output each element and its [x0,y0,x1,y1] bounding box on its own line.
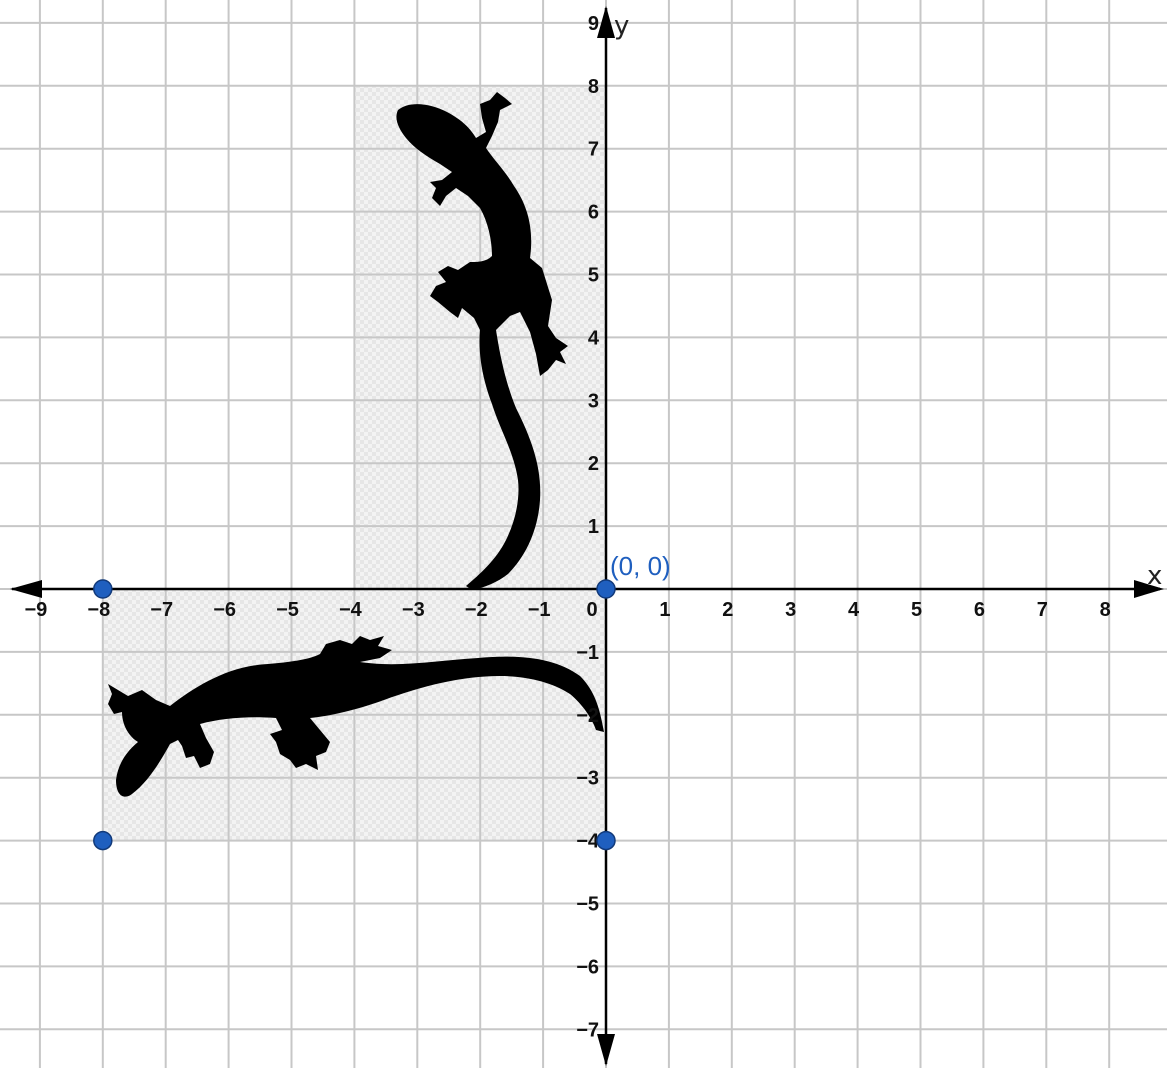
y-tick-label: 6 [588,202,599,224]
y-tick-label: 1 [588,516,599,538]
y-tick-label: 7 [588,139,599,161]
y-axis-label: y [614,11,629,41]
x-tick-label: −4 [339,599,363,621]
point-marker[interactable] [596,830,616,851]
lizard-original-silhouette [396,92,568,590]
lizard-rotated-silhouette [108,636,604,797]
x-tick-label: −5 [276,599,299,621]
x-tick-label: 5 [911,599,922,621]
x-axis-arrow-left [10,580,42,598]
x-tick-label: 4 [848,599,860,621]
y-tick-label: −6 [576,956,599,978]
y-axis-arrow-up [597,6,615,38]
x-tick-label: 1 [659,599,670,621]
y-tick-label: −2 [576,705,599,727]
x-tick-label: 7 [1037,599,1048,621]
x-tick-label: −8 [87,599,110,621]
point-marker[interactable] [596,579,616,599]
x-tick-label: −1 [528,599,551,621]
x-tick-label: 0 [586,599,597,621]
point-marker[interactable] [93,830,113,851]
y-tick-label: −1 [576,642,599,664]
x-tick-label: −6 [213,599,236,621]
point-marker[interactable] [93,579,113,599]
y-tick-label: 3 [588,390,599,412]
y-tick-label: 2 [588,453,599,475]
y-tick-label: 8 [588,76,599,98]
x-tick-label: 2 [722,599,733,621]
y-axis-arrow-down [597,1034,615,1066]
x-tick-label: −3 [402,599,425,621]
y-tick-label: 5 [588,265,599,287]
y-tick-label: 9 [588,13,599,35]
x-axis-label: x [1147,561,1162,591]
x-tick-label: 8 [1100,599,1111,621]
x-axis-arrow-right [1134,580,1164,598]
y-tick-label: −7 [576,1019,599,1041]
y-tick-label: −3 [576,768,599,790]
y-tick-label: 4 [588,327,600,349]
x-tick-label: −2 [465,599,488,621]
x-tick-label: −9 [24,599,47,621]
x-tick-label: 3 [785,599,796,621]
x-tick-label: 6 [974,599,985,621]
point-label: (0, 0) [610,551,671,581]
y-tick-label: −5 [576,894,599,916]
x-tick-label: −7 [150,599,173,621]
y-tick-label: −4 [576,831,600,853]
